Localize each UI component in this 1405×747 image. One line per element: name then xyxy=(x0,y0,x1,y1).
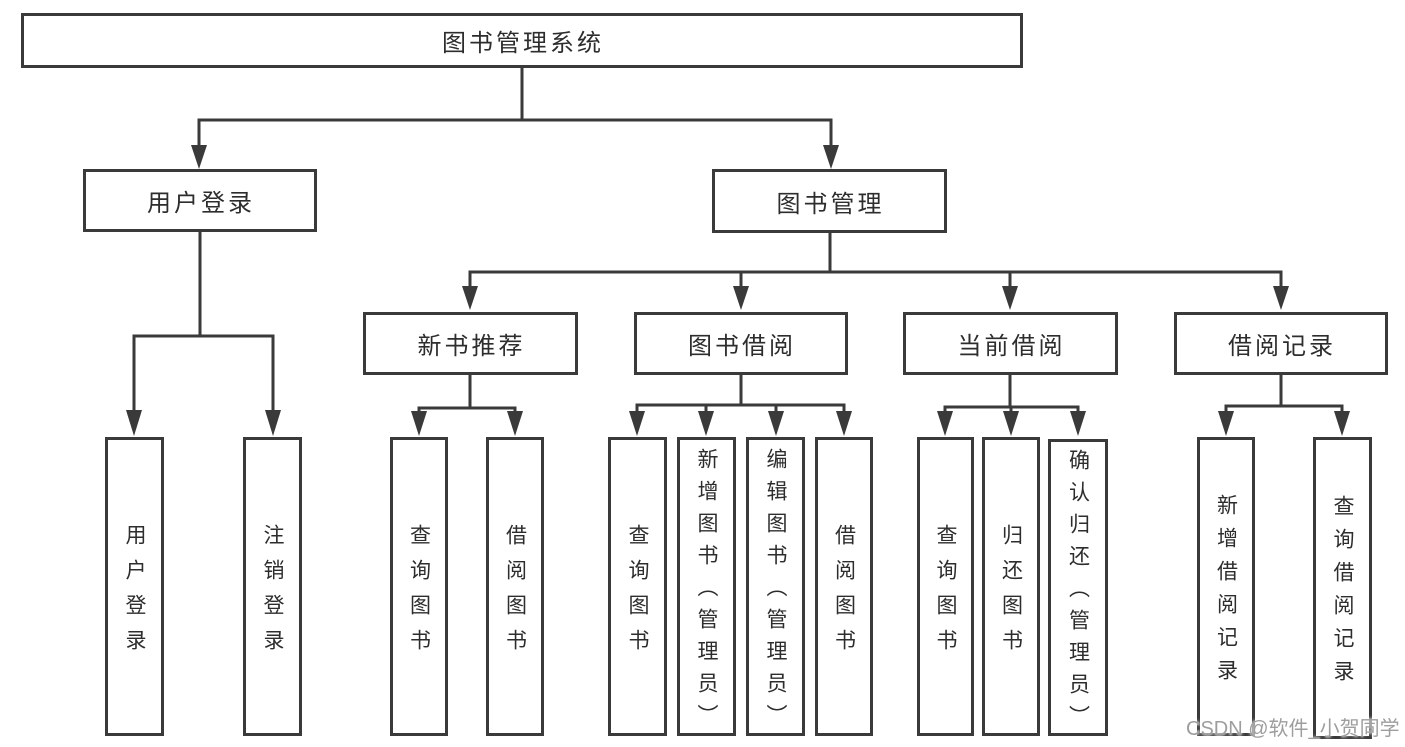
connector-new-book-recommendation xyxy=(411,375,523,436)
node-root-system: 图书管理系统 xyxy=(21,13,1023,68)
leaf-recommend-borrow-books: 借阅图书 xyxy=(486,437,544,736)
node-borrowing-records: 借阅记录 xyxy=(1174,312,1388,375)
node-borrowing-records-label: 借阅记录 xyxy=(1228,333,1336,360)
node-new-book-recommendation: 新书推荐 xyxy=(363,312,578,375)
leaf-edit-books-admin: 编辑图书（管理员） xyxy=(746,437,805,736)
node-book-borrowing-label: 图书借阅 xyxy=(688,333,796,360)
leaf-query-borrowing-record: 查询借阅记录 xyxy=(1313,437,1372,739)
connector-book-management xyxy=(462,233,1289,310)
connector-user-login xyxy=(126,232,281,436)
leaf-borrow-query-books: 查询图书 xyxy=(608,437,667,736)
leaf-add-books-admin: 新增图书（管理员） xyxy=(677,437,736,736)
leaf-borrow-books: 借阅图书 xyxy=(815,437,873,736)
node-new-book-recommendation-label: 新书推荐 xyxy=(417,333,526,360)
connector-root xyxy=(191,68,839,169)
node-root-label: 图书管理系统 xyxy=(442,30,604,57)
leaf-current-query-books: 查询图书 xyxy=(917,437,974,736)
node-current-borrowing: 当前借阅 xyxy=(903,312,1118,375)
node-book-borrowing: 图书借阅 xyxy=(634,312,848,375)
leaf-add-borrowing-record: 新增借阅记录 xyxy=(1197,437,1255,736)
connector-current-borrowing xyxy=(937,375,1086,436)
node-user-login-label: 用户登录 xyxy=(147,190,255,217)
connector-book-borrowing xyxy=(629,375,852,436)
node-user-login: 用户登录 xyxy=(83,169,317,232)
csdn-watermark: CSDN @软件_小贺同学 xyxy=(1186,718,1400,740)
node-book-management: 图书管理 xyxy=(712,169,947,233)
leaf-confirm-return-admin: 确认归还（管理员） xyxy=(1048,439,1108,737)
leaf-return-books: 归还图书 xyxy=(982,437,1040,736)
leaf-user-login: 用户登录 xyxy=(105,437,164,736)
node-current-borrowing-label: 当前借阅 xyxy=(957,333,1066,360)
leaf-recommend-query-books: 查询图书 xyxy=(390,437,448,736)
connector-borrowing-records xyxy=(1218,375,1350,436)
node-book-management-label: 图书管理 xyxy=(776,190,885,218)
leaf-logout: 注销登录 xyxy=(243,437,302,736)
